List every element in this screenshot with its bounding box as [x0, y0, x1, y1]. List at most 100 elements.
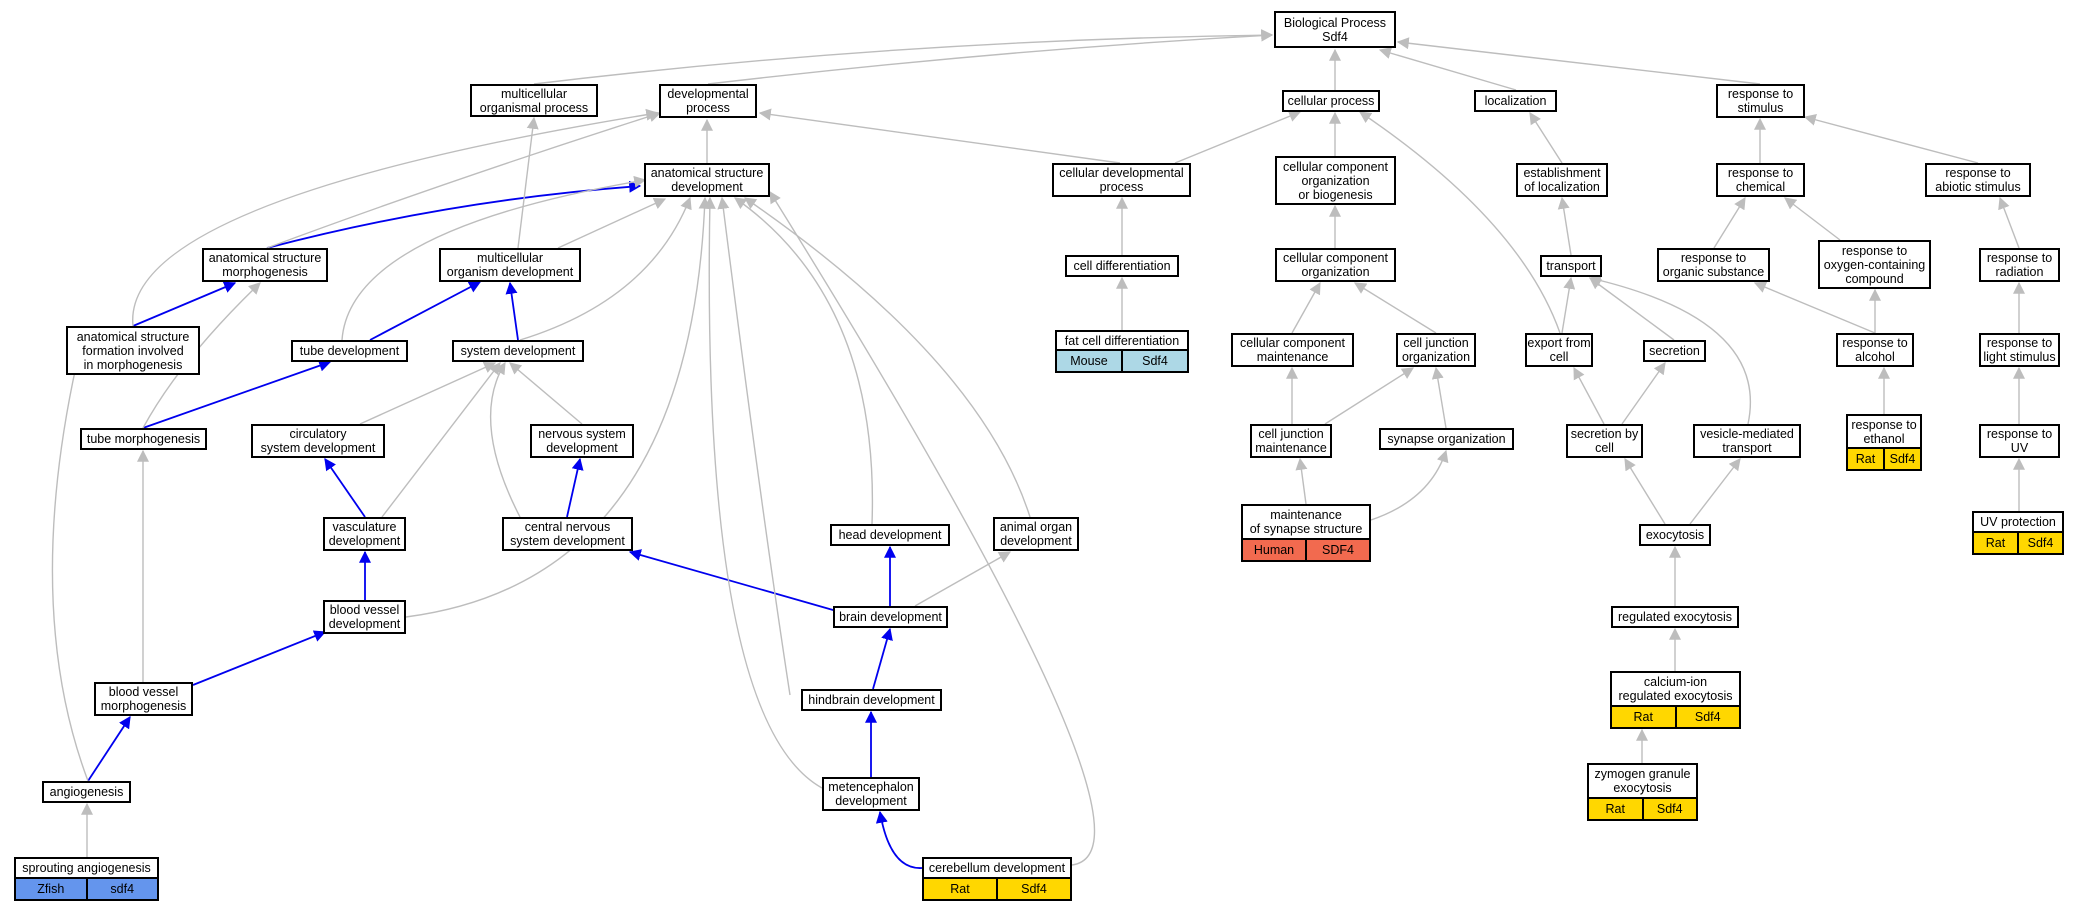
go-term-node-mop[interactable]: multicellular organismal process [470, 84, 598, 117]
go-term-node-rtos[interactable]: response to organic substance [1657, 248, 1770, 282]
go-term-node-cjm[interactable]: cell junction maintenance [1250, 424, 1332, 458]
go-term-node-asm[interactable]: anatomical structure morphogenesis [202, 248, 328, 282]
edge-rtocc-to-rtc [1784, 197, 1841, 241]
edge-md-to-asd [703, 196, 823, 789]
edge-mod-to-asd [557, 198, 667, 249]
go-term-node-tr[interactable]: transport [1540, 255, 1602, 277]
go-term-node-bd[interactable]: brain development [833, 606, 948, 628]
go-term-node-nsd[interactable]: nervous system development [530, 424, 634, 458]
edge-efc-to-tr [1561, 276, 1576, 334]
go-term-label: UV protection [1980, 515, 2056, 529]
edge-rtos-to-rtc [1713, 196, 1746, 249]
go-term-label: sprouting angiogenesis [22, 861, 151, 875]
edge-rta-to-rtos [1753, 281, 1876, 334]
go-term-node-loc[interactable]: localization [1474, 90, 1557, 112]
species-name-cell: Mouse [1057, 351, 1121, 371]
edge-mod-to-mop [517, 116, 539, 249]
go-term-node-vd[interactable]: vasculature development [323, 517, 406, 551]
go-term-node-ccob[interactable]: cellular component organization or bioge… [1275, 156, 1396, 205]
species-name-cell: Rat [1589, 799, 1642, 819]
gene-symbol-cell: sdf4 [85, 879, 157, 899]
go-term-node-mod[interactable]: multicellular organism development [439, 248, 581, 282]
go-term-node-rtrad[interactable]: response to radiation [1979, 248, 2060, 282]
go-term-label: fat cell differentiation [1064, 333, 1180, 348]
species-name-cell: Rat [1848, 449, 1883, 469]
edge-nsd-to-sd [509, 362, 583, 425]
go-term-node-cco[interactable]: cellular component organization [1275, 248, 1396, 282]
go-term-node-rtc[interactable]: response to chemical [1716, 163, 1805, 197]
go-term-node-bvm[interactable]: blood vessel morphogenesis [94, 682, 193, 716]
go-term-node-rts[interactable]: response to stimulus [1716, 84, 1805, 118]
go-term-node-aod[interactable]: animal organ development [993, 517, 1079, 551]
go-term-node-rtas[interactable]: response to abiotic stimulus [1925, 163, 2031, 197]
go-term-node-rta[interactable]: response to alcohol [1836, 333, 1914, 367]
go-term-node-eol[interactable]: establishment of localization [1516, 163, 1608, 197]
go-term-node-vmt[interactable]: vesicle-mediated transport [1693, 424, 1801, 458]
edge-efc-to-cp [1359, 111, 1561, 334]
go-term-node-hbd[interactable]: hindbrain development [801, 689, 942, 711]
edge-cnsd-to-nsd [566, 457, 584, 518]
edge-mop-to-bp [533, 29, 1274, 85]
go-term-node-exo[interactable]: exocytosis [1639, 524, 1711, 546]
edge-vd-to-csd [324, 458, 366, 518]
edge-hbd-to-asd [717, 196, 791, 696]
go-term-node-asfim[interactable]: anatomical structure formation involved … [66, 326, 200, 375]
gene-symbol-cell: Sdf4 [2017, 533, 2062, 553]
go-term-node-so[interactable]: synapse organization [1379, 428, 1514, 450]
go-term-node-cnsd[interactable]: central nervous system development [502, 517, 633, 551]
go-term-node-td[interactable]: tube development [291, 340, 408, 362]
go-term-node-ccm[interactable]: cellular component maintenance [1231, 333, 1354, 367]
go-term-node-cjo[interactable]: cell junction organization [1396, 333, 1476, 367]
go-term-node-bp[interactable]: Biological Process Sdf4 [1274, 11, 1396, 48]
species-name-cell: Rat [1974, 533, 2017, 553]
edge-exo-to-sbc [1624, 457, 1666, 525]
go-term-node-cd[interactable]: cell differentiation [1065, 255, 1179, 277]
go-term-label: zymogen granule exocytosis [1594, 767, 1691, 795]
go-term-node-cdp[interactable]: cellular developmental process [1052, 163, 1191, 197]
edge-sec-to-tr [1589, 277, 1675, 341]
edge-so-to-cjo [1431, 366, 1447, 429]
go-term-node-rexo[interactable]: regulated exocytosis [1611, 606, 1739, 628]
edge-sbc-to-sec [1621, 362, 1666, 425]
edge-asfim-to-dp [132, 108, 659, 327]
go-term-node-bvd[interactable]: blood vessel development [323, 600, 406, 634]
edge-aod-to-asd [744, 197, 1031, 518]
go-term-node-tm[interactable]: tube morphogenesis [80, 428, 207, 450]
go-term-node-rtocc[interactable]: response to oxygen-containing compound [1818, 240, 1931, 289]
gene-symbol-cell: Sdf4 [1121, 351, 1187, 371]
edge-ang-to-asfim [51, 338, 89, 782]
go-term-node-dp[interactable]: developmental process [659, 84, 757, 118]
gene-symbol-cell: Sdf4 [1674, 707, 1739, 727]
edge-cbd-to-md [875, 810, 923, 869]
go-term-node-sbc[interactable]: secretion by cell [1566, 424, 1643, 458]
edge-hd-to-asd [734, 197, 874, 525]
go-term-node-csd[interactable]: circulatory system development [251, 424, 385, 458]
edge-bd-to-aod [914, 551, 1012, 607]
edge-ccm-to-cco [1291, 281, 1321, 334]
go-term-node-md[interactable]: metencephalon development [822, 777, 920, 811]
edge-cjo-to-cco [1353, 282, 1437, 334]
go-term-node-efc[interactable]: export from cell [1525, 333, 1593, 367]
go-term-node-hd[interactable]: head development [830, 524, 950, 546]
go-term-node-ang[interactable]: angiogenesis [42, 781, 131, 803]
go-term-node-rtuv[interactable]: response to UV [1979, 424, 2060, 458]
edge-ang-to-bvm [87, 715, 131, 782]
go-term-node-rtls[interactable]: response to light stimulus [1979, 333, 2060, 367]
go-term-node-sd[interactable]: system development [452, 340, 584, 362]
edge-cjm-to-cjo [1324, 367, 1415, 425]
go-term-node-sec[interactable]: secretion [1643, 340, 1706, 362]
go-term-node-cp[interactable]: cellular process [1282, 90, 1380, 112]
go-term-node-asd[interactable]: anatomical structure development [644, 163, 770, 197]
